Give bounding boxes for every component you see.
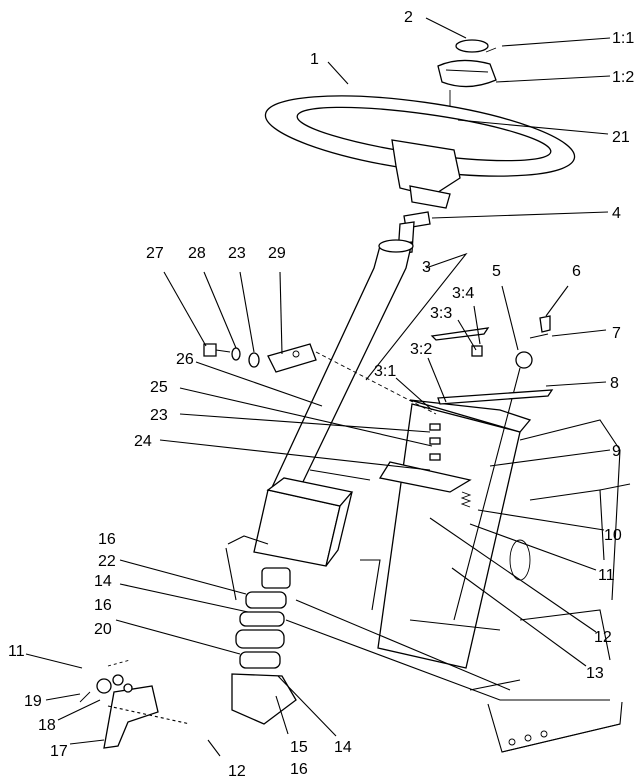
callout-8: 8 [610,375,619,392]
callout-4: 4 [612,205,621,222]
callout-21: 21 [612,129,630,146]
part-washer [96,678,112,694]
part-steering-wheel [264,95,576,209]
callout-1-1: 1:1 [612,30,634,47]
callout-29: 29 [268,245,286,262]
part-bushing [112,674,124,686]
callout-15: 15 [290,739,308,756]
callout-25: 25 [150,379,168,396]
part-pedal-arm [103,685,159,749]
callout-13: 13 [586,665,604,682]
callout-3-4: 3:4 [452,285,474,302]
part-drawings [79,39,631,753]
part-bolt [539,315,551,333]
part-steering-column [266,221,415,497]
callout-10: 10 [604,527,622,544]
callout-20: 20 [94,621,112,638]
part-fastener-group [203,343,437,415]
callout-5: 5 [492,263,501,280]
callout-labels: 2 1:1 1 1:2 21 4 27 28 23 29 3 5 6 3:4 3… [8,9,634,780]
part-lower-shaft [231,673,297,725]
callout-7: 7 [612,325,621,342]
callout-3-2: 3:2 [410,341,432,358]
part-3-bracket [365,252,468,381]
callout-16-b: 16 [94,597,112,614]
part-mounting-plate [377,399,532,669]
callout-1-2: 1:2 [612,69,634,86]
part-screw [485,47,497,53]
callout-16-a: 16 [98,531,116,548]
callout-22: 22 [98,553,116,570]
callout-3-3: 3:3 [430,305,452,322]
callout-17: 17 [50,743,68,760]
callout-27: 27 [146,245,164,262]
callout-1: 1 [310,51,319,68]
callout-23-lower: 23 [150,407,168,424]
callout-11-left: 11 [8,643,25,660]
callout-24: 24 [134,433,152,450]
callout-11-right: 11 [598,567,615,584]
callout-19: 19 [24,693,42,710]
callout-9: 9 [612,443,621,460]
part-valve-seat [430,327,490,341]
part-hub [437,59,497,88]
leader-lines [25,17,611,757]
callout-14-lower: 14 [334,739,352,756]
callout-23: 23 [228,245,246,262]
part-cap [455,39,489,53]
callout-6: 6 [572,263,581,280]
callout-3-1: 3:1 [374,363,396,380]
callout-26: 26 [176,351,194,368]
callout-18: 18 [38,717,56,734]
part-column-housing [253,477,354,567]
callout-14-upper: 14 [94,573,112,590]
part-coupling-stack [235,567,291,669]
callout-2: 2 [404,9,413,26]
callout-16-c: 16 [290,761,308,778]
part-chassis [225,419,631,753]
part-valve-knob [471,345,483,357]
part-cover-plate [437,389,554,405]
callout-12-bottom: 12 [228,763,246,780]
callout-28: 28 [188,245,206,262]
callout-12-right: 12 [594,629,612,646]
callout-3: 3 [422,259,431,276]
